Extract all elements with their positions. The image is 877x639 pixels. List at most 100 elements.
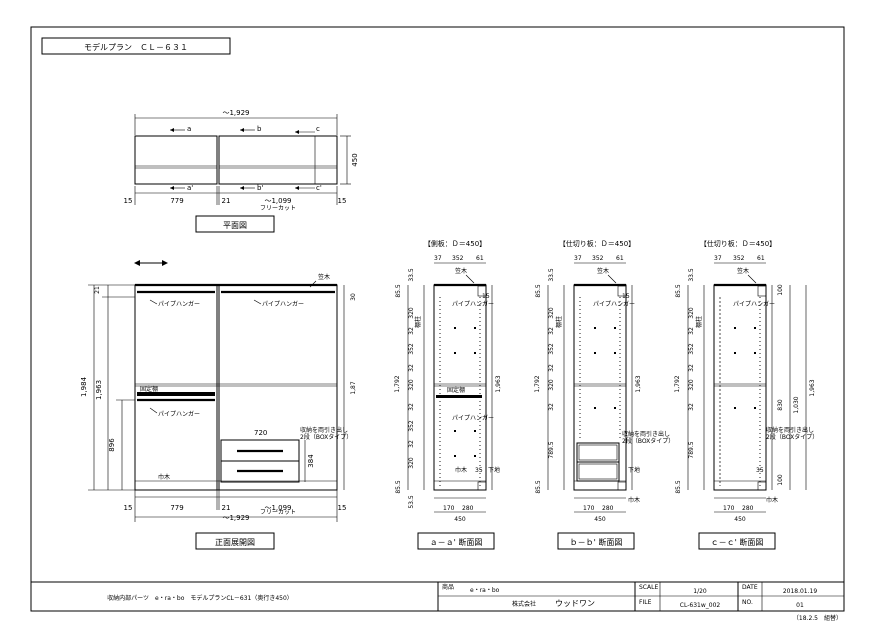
front-bottom-21: 21 (222, 504, 231, 512)
title-block: 収納内部パーツ e・ra・bo モデルプランCL－631（奥行き450） 商品 … (31, 581, 844, 622)
section-b-top-dim-61: 61 (616, 255, 624, 262)
title-block-revision: （18.2.5 組替） (793, 614, 842, 622)
section-c-overall-1963: 1,963 (809, 379, 816, 396)
title-block-product: e・ra・bo (470, 587, 500, 594)
section-a-pipe-hanger-lower: パイプハンガー (452, 414, 494, 422)
section-b-overall-1963: 1,963 (635, 375, 642, 392)
section-a-v-320-1: 320 (408, 307, 415, 319)
front-bottom-1099: ～1,099 (264, 504, 291, 512)
title-block-description: 収納内部パーツ e・ra・bo モデルプランCL－631（奥行き450） (107, 594, 293, 602)
section-c-v-352: 352 (688, 343, 695, 355)
section-c-depth: 450 (734, 516, 746, 523)
front-dim-21: 21 (94, 286, 101, 294)
plan-dim-right-edge: 15 (338, 197, 347, 205)
section-b-v-352: 352 (548, 343, 555, 355)
section-a-v-33-5: 33.5 (408, 268, 415, 282)
section-c-overall-1792: 1,792 (674, 375, 681, 392)
section-b: 【仕切り板：Ｄ＝450】 37 352 61 笠木 パイプハンガー 棚柱 15 … (534, 239, 674, 550)
section-a-bottom-170: 170 (443, 505, 455, 512)
section-c-right-100-top: 100 (777, 284, 784, 296)
front-dim-1963: 1,963 (95, 380, 103, 400)
section-marker-b-prime: b' (257, 184, 263, 192)
section-a-baseboard: 巾木 (455, 466, 467, 474)
section-a-d35: 35 (475, 467, 483, 474)
section-marker-a-prime: a' (187, 184, 193, 192)
section-b-overall-1792: 1,792 (534, 375, 541, 392)
title-block-date: 2018.01.19 (783, 588, 818, 595)
section-a-pipe-hanger: パイプハンガー (452, 300, 494, 308)
front-top-trim-label: 笠木 (318, 273, 330, 281)
section-c-v-789-5: 789.5 (688, 441, 695, 458)
plan-dim-left-edge: 15 (124, 197, 133, 205)
section-c-pipe-hanger: パイプハンガー (733, 300, 775, 308)
section-c-top-dim-37: 37 (714, 255, 722, 262)
section-c-v-85-5-top: 85.5 (675, 284, 682, 298)
section-a: 【側板：Ｄ＝450】 37 352 61 笠木 パイプハンガー 棚柱 15 固定… (394, 239, 502, 550)
section-a-caption: ａ－ａ' 断面図 (430, 537, 483, 547)
section-a-heading: 【側板：Ｄ＝450】 (424, 239, 486, 248)
section-a-top-dim-37: 37 (434, 255, 442, 262)
drawing-border (30, 26, 845, 612)
title-block-no: 01 (796, 602, 804, 609)
section-a-overall-1963: 1,963 (495, 375, 502, 392)
title-box-label: モデルプラン ＣＬ－６３１ (84, 42, 188, 52)
title-block-no-label: NO. (742, 599, 753, 606)
section-b-heading: 【仕切り板：Ｄ＝450】 (559, 239, 635, 248)
section-c-d35: 35 (756, 467, 764, 474)
section-b-bottom-170: 170 (583, 505, 595, 512)
section-a-v-32-2: 32 (408, 364, 415, 372)
section-marker-c: c (316, 125, 320, 133)
section-b-baseboard: 巾木 (628, 496, 640, 504)
section-b-drawer-note-2: 2段（BOXタイプ） (622, 437, 674, 445)
plan-top-dim: ～1,929 (222, 109, 249, 117)
section-b-drawer-note-1: 収納を両引き出し (622, 430, 670, 438)
section-a-overall-1792: 1,792 (394, 375, 401, 392)
section-c-v-320-1: 320 (688, 307, 695, 319)
section-b-v-32-3: 32 (548, 403, 555, 411)
section-a-v-320-2: 320 (408, 379, 415, 391)
title-block-company-label: 株式会社 (512, 600, 536, 608)
front-bottom-right-edge: 15 (338, 504, 347, 512)
front-baseboard-label: 巾木 (158, 473, 170, 481)
section-a-top-dim-352: 352 (452, 255, 464, 262)
section-a-shelf-holder: 棚柱 (414, 316, 422, 328)
section-a-v-320-3: 320 (408, 457, 415, 469)
section-b-top-dim-37: 37 (574, 255, 582, 262)
front-bottom-note: フリーカット (260, 509, 296, 516)
plan-dim-779: 779 (170, 197, 183, 205)
section-c-right-100-bottom: 100 (777, 474, 784, 486)
section-a-v-32-3: 32 (408, 403, 415, 411)
section-b-depth: 450 (594, 516, 606, 523)
section-c-right-830: 830 (777, 399, 784, 411)
section-b-v-320-2: 320 (548, 379, 555, 391)
section-c-bottom-170: 170 (723, 505, 735, 512)
section-b-top-dim-352: 352 (592, 255, 604, 262)
section-c-right-1030: 1,030 (793, 396, 800, 413)
title-block-scale-label: SCALE (639, 584, 658, 591)
section-c-shelf-holder: 棚柱 (695, 316, 703, 328)
section-b-d15: 15 (622, 293, 630, 300)
section-b-v-85-5-bottom: 85.5 (535, 480, 542, 494)
section-b-bottom-trim: 下地 (628, 466, 640, 474)
section-c-v-320-2: 320 (688, 379, 695, 391)
section-b-top-trim: 笠木 (597, 267, 609, 275)
section-a-v-352-2: 352 (408, 420, 415, 432)
section-b-v-33-5: 33.5 (548, 268, 555, 282)
plan-dim-note: フリーカット (260, 205, 296, 212)
section-b-shelf-holder: 棚柱 (555, 316, 563, 328)
plan-dim-1099: ～1,099 (264, 197, 291, 205)
section-c-baseboard: 巾木 (766, 496, 778, 504)
section-c-caption: ｃ－ｃ' 断面図 (711, 537, 764, 547)
section-c-top-trim: 笠木 (737, 267, 749, 275)
front-dim-right-30: 30 (350, 293, 357, 301)
section-c-heading: 【仕切り板：Ｄ＝450】 (700, 239, 776, 248)
front-bottom-total: ～1,929 (222, 514, 249, 522)
section-a-d15: 15 (482, 293, 490, 300)
title-box: モデルプラン ＣＬ－６３１ (41, 37, 231, 55)
front-caption: 正面展開図 (215, 538, 255, 547)
title-block-scale: 1/20 (693, 588, 707, 595)
plan-dim-21: 21 (222, 197, 231, 205)
section-c-top-dim-352: 352 (733, 255, 745, 262)
section-a-fixed-shelf: 固定棚 (447, 386, 465, 394)
